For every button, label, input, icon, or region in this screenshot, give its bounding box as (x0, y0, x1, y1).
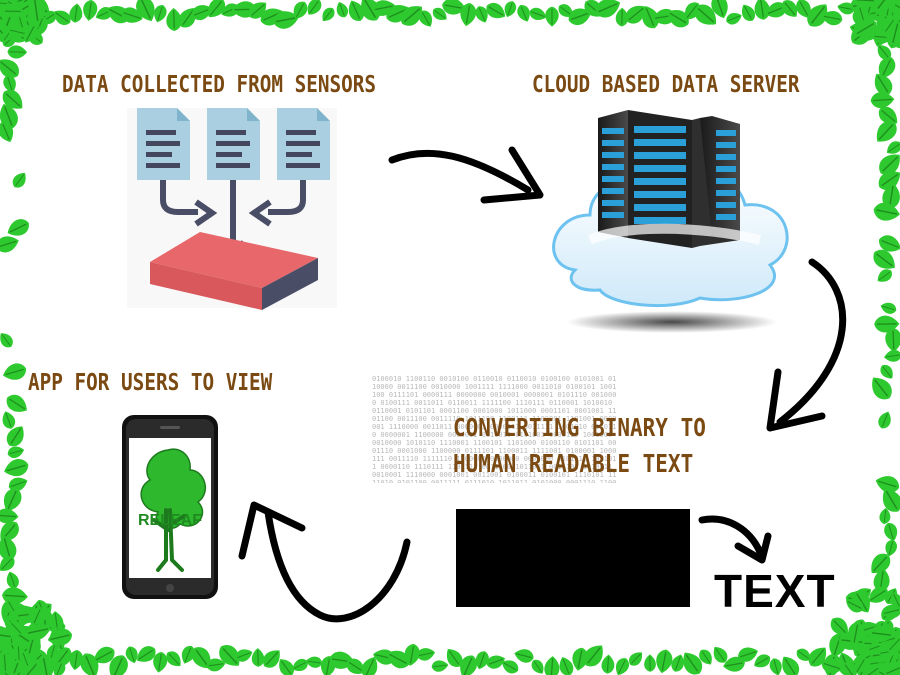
convert-label: CONVERTING BINARY TO HUMAN READABLE TEXT (453, 410, 706, 482)
binary-code-background: 0100010 1100110 0010100 0110010 0110010 … (372, 375, 617, 483)
convert-label-line-1: CONVERTING BINARY TO (453, 413, 706, 442)
text-output-label: TEXT (714, 565, 836, 617)
server-rack-icon (552, 110, 789, 333)
redacted-output-box (456, 509, 690, 607)
tree-icon (140, 448, 207, 572)
arrow-to-cloud (388, 149, 532, 194)
cloud-server-label: CLOUD BASED DATA SERVER (532, 72, 800, 98)
sensors-label: DATA COLLECTED FROM SENSORS (62, 72, 377, 98)
arrow-to-app (264, 508, 411, 623)
arrow-to-text (698, 515, 764, 556)
documents-icon (127, 108, 337, 310)
app-label: APP FOR USERS TO VIEW (28, 370, 273, 396)
convert-label-line-2: HUMAN READABLE TEXT (453, 449, 694, 478)
arrow-to-binary (776, 258, 847, 426)
app-logo-text: RELEAF (138, 512, 202, 529)
